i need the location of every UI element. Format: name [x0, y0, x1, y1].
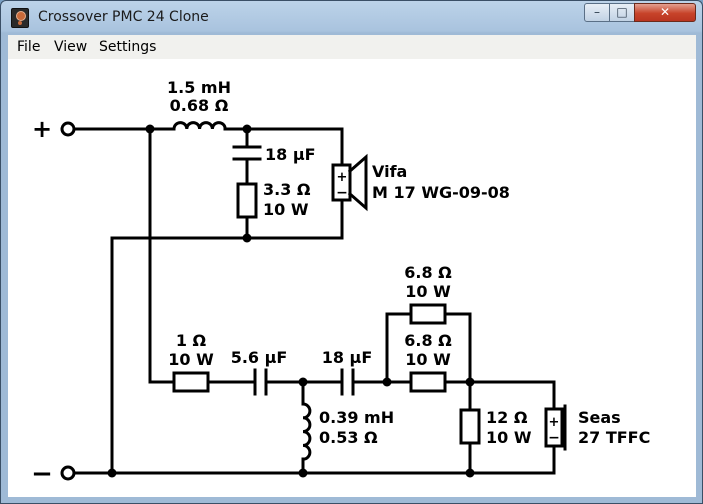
resistor-shunt[interactable] — [459, 408, 481, 445]
resistor-series[interactable] — [172, 371, 210, 393]
tweeter-speaker-icon[interactable] — [544, 404, 567, 451]
capacitor-c1[interactable] — [232, 145, 262, 161]
plus-terminal[interactable] — [60, 121, 76, 137]
menu-file[interactable]: File — [17, 39, 41, 55]
resistor-mid[interactable] — [409, 371, 447, 393]
menu-settings[interactable]: Settings — [99, 39, 157, 55]
junction-dots — [107, 124, 475, 478]
schematic-canvas[interactable]: + − 1.5 mH 0.68 Ω 18 µF 3.3 Ω 10 W — [8, 59, 696, 497]
menu-view[interactable]: View — [54, 39, 88, 55]
inductor-l1[interactable] — [172, 121, 227, 131]
menu-bar: File View Settings — [8, 35, 696, 60]
resistor-shunt-value: 12 Ω — [486, 408, 528, 427]
maximize-button[interactable]: □ — [609, 3, 635, 22]
resistor-shunt-power: 10 W — [486, 428, 532, 447]
capacitor-c1-value: 18 µF — [265, 145, 316, 164]
tweeter-minus-label: − — [548, 430, 560, 446]
resistor-r1-value: 3.3 Ω — [263, 180, 311, 199]
tweeter-model: 27 TFFC — [578, 428, 650, 447]
inductor-l1-resistance: 0.68 Ω — [170, 96, 229, 115]
woofer-brand: Vifa — [372, 162, 407, 181]
resistor-top-power: 10 W — [405, 282, 451, 301]
resistor-mid-value: 6.8 Ω — [404, 331, 452, 350]
woofer-minus-label: − — [336, 185, 348, 201]
resistor-r1[interactable] — [236, 182, 258, 219]
inductor-l1-value: 1.5 mH — [167, 78, 231, 97]
minus-terminal[interactable] — [60, 465, 76, 481]
capacitor-c2[interactable] — [253, 368, 268, 396]
woofer-plus-label: + — [337, 170, 348, 185]
close-button[interactable]: ✕ — [634, 3, 696, 22]
capacitor-c2-value: 5.6 µF — [231, 348, 288, 367]
resistor-series-power: 10 W — [168, 350, 214, 369]
wires — [72, 127, 556, 475]
resistor-series-value: 1 Ω — [176, 331, 207, 350]
resistor-r1-power: 10 W — [263, 200, 309, 219]
minus-label: − — [31, 459, 53, 489]
resistor-top[interactable] — [409, 303, 447, 325]
inductor-l2-value: 0.39 mH — [319, 408, 394, 427]
tweeter-plus-label: + — [549, 415, 560, 430]
inductor-l2[interactable] — [301, 402, 312, 461]
minimize-button[interactable]: – — [584, 3, 610, 22]
resistor-top-value: 6.8 Ω — [404, 263, 452, 282]
speaker-app-icon[interactable] — [11, 8, 29, 28]
capacitor-c3[interactable] — [340, 368, 355, 396]
plus-label: + — [32, 115, 52, 143]
resistor-mid-power: 10 W — [405, 350, 451, 369]
crossover-schematic: + − 1.5 mH 0.68 Ω 18 µF 3.3 Ω 10 W — [31, 78, 650, 489]
woofer-model: M 17 WG-09-08 — [372, 183, 510, 202]
capacitor-c3-value: 18 µF — [322, 348, 373, 367]
inductor-l2-resistance: 0.53 Ω — [319, 428, 378, 447]
title-bar[interactable]: Crossover PMC 24 Clone – □ ✕ — [1, 1, 702, 34]
window-title: Crossover PMC 24 Clone — [38, 9, 209, 25]
woofer-speaker-icon[interactable] — [331, 153, 368, 214]
tweeter-brand: Seas — [578, 408, 621, 427]
